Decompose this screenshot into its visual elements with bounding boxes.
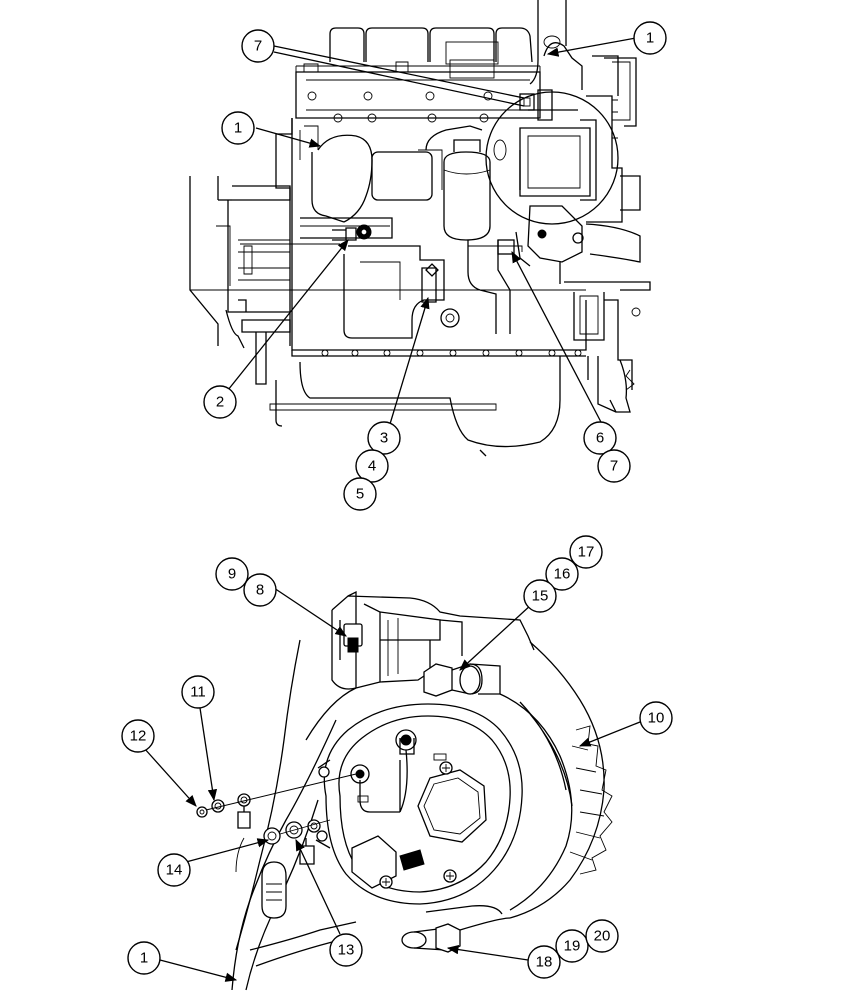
callout-7-top-left: 7 xyxy=(241,29,275,63)
svg-text:8: 8 xyxy=(256,582,264,599)
callout-17: 17 xyxy=(569,535,603,569)
callout-1-top-right: 1 xyxy=(633,21,667,55)
callout-8: 8 xyxy=(243,573,277,607)
svg-text:9: 9 xyxy=(228,566,236,583)
callout-15: 15 xyxy=(523,579,557,613)
svg-text:7: 7 xyxy=(610,458,618,475)
svg-text:6: 6 xyxy=(596,430,604,447)
svg-text:4: 4 xyxy=(368,458,376,475)
callout-9: 9 xyxy=(215,557,249,591)
svg-text:20: 20 xyxy=(594,928,611,945)
callout-19: 19 xyxy=(555,929,589,963)
svg-text:14: 14 xyxy=(166,862,183,879)
svg-text:1: 1 xyxy=(646,30,654,47)
leader-lines xyxy=(143,37,641,982)
callout-13: 13 xyxy=(329,933,363,967)
callout-11: 11 xyxy=(181,675,215,709)
svg-text:11: 11 xyxy=(190,684,206,701)
svg-text:1: 1 xyxy=(140,950,148,967)
svg-text:2: 2 xyxy=(216,394,224,411)
svg-text:12: 12 xyxy=(130,728,147,745)
svg-text:7: 7 xyxy=(254,38,262,55)
callout-7-bottom: 7 xyxy=(597,449,631,483)
callout-10: 10 xyxy=(639,701,673,735)
callout-20: 20 xyxy=(585,919,619,953)
svg-text:17: 17 xyxy=(578,544,595,561)
callout-16: 16 xyxy=(545,557,579,591)
svg-text:10: 10 xyxy=(648,710,665,727)
svg-text:16: 16 xyxy=(554,566,571,583)
callout-6: 6 xyxy=(583,421,617,455)
callout-5: 5 xyxy=(343,477,377,511)
callout-18: 18 xyxy=(527,945,561,979)
callout-3: 3 xyxy=(367,421,401,455)
alternator-illustration xyxy=(196,590,613,991)
svg-text:1: 1 xyxy=(234,120,242,137)
svg-text:3: 3 xyxy=(380,430,388,447)
svg-text:13: 13 xyxy=(338,942,355,959)
callout-12: 12 xyxy=(121,719,155,753)
engine-illustration xyxy=(189,0,651,457)
svg-text:5: 5 xyxy=(356,486,364,503)
callout-2: 2 xyxy=(203,385,237,419)
callout-1-left: 1 xyxy=(221,111,255,145)
callout-4: 4 xyxy=(355,449,389,483)
callout-1-bottom: 1 xyxy=(127,941,161,975)
svg-text:18: 18 xyxy=(536,954,553,971)
callout-14: 14 xyxy=(157,853,191,887)
svg-text:19: 19 xyxy=(564,938,581,955)
svg-text:15: 15 xyxy=(532,588,549,605)
